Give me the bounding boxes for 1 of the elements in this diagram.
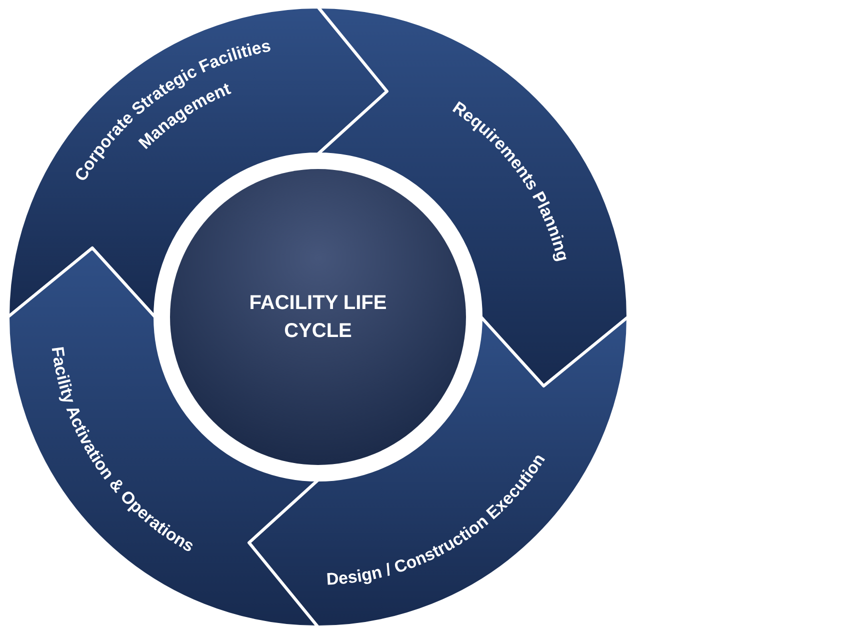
center-title: FACILITY LIFE CYCLE — [248, 291, 388, 344]
